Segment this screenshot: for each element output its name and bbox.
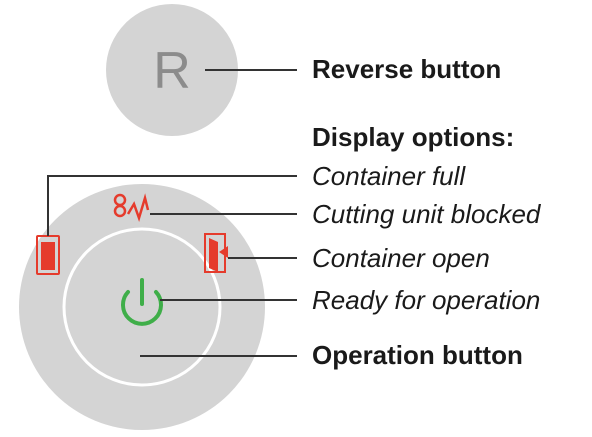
container-open-label: Container open bbox=[312, 243, 490, 273]
cutting-unit-blocked-icon bbox=[113, 193, 150, 223]
reverse-button[interactable]: R bbox=[106, 4, 238, 136]
container-full-label: Container full bbox=[312, 161, 466, 191]
operation-button[interactable] bbox=[19, 184, 265, 430]
cutting-unit-blocked-label: Cutting unit blocked bbox=[312, 199, 541, 229]
power-icon bbox=[121, 278, 163, 326]
display-options-heading: Display options: bbox=[312, 122, 515, 152]
ready-for-operation-label: Ready for operation bbox=[312, 285, 541, 315]
inner-ring bbox=[62, 227, 222, 387]
container-open-icon bbox=[204, 233, 228, 273]
operation-button-label: Operation button bbox=[312, 340, 523, 370]
reverse-button-letter: R bbox=[153, 42, 191, 100]
reverse-button-label: Reverse button bbox=[312, 54, 502, 84]
container-full-leader bbox=[47, 175, 297, 236]
